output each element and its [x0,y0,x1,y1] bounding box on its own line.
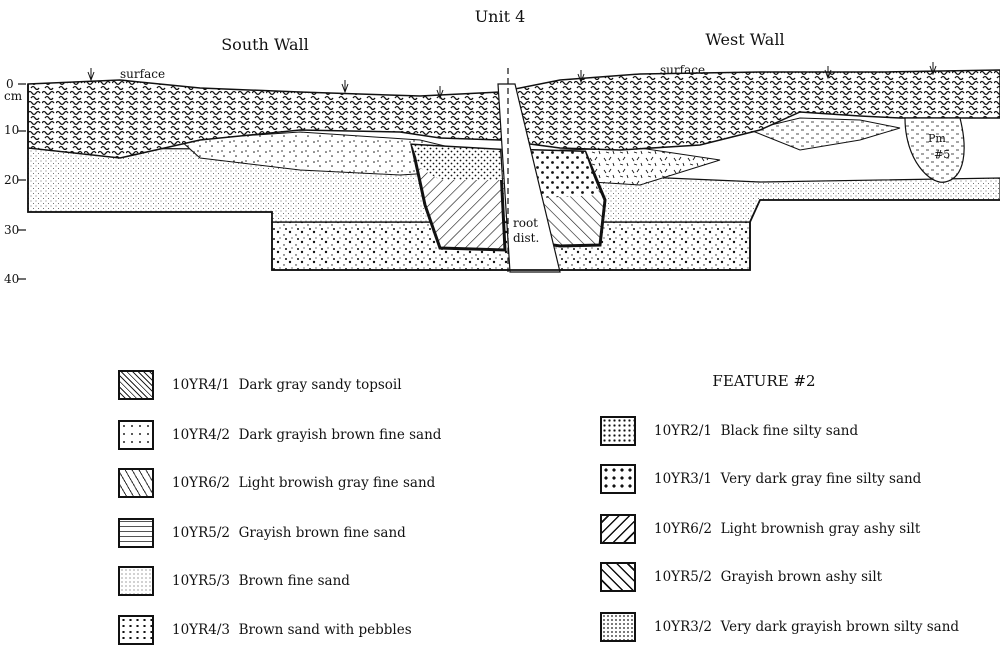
legend-code: 10YR4/3 [172,622,230,638]
legend-desc: Very dark grayish brown silty sand [720,619,960,635]
legend-left-item: 10YR5/2 Grayish brown fine sand [118,518,406,548]
datum-arrow-5-icon [824,66,832,80]
legend-desc: Grayish brown ashy silt [720,569,883,585]
swatch-brown-fine-sand-icon [118,566,154,596]
legend-code: 10YR5/2 [172,525,230,541]
legend-code: 10YR4/1 [172,377,230,393]
depth-scale: 0 cm 10 20 30 40 [4,77,26,286]
legend-desc: Brown sand with pebbles [238,622,412,638]
feature-title: FEATURE #2 [712,372,815,390]
pm-label-line1: Pm [928,132,946,145]
surface-markers: surface surface [87,62,937,100]
legend-desc: Dark grayish brown fine sand [238,427,442,443]
legend-left-item: 10YR6/2 Light browish gray fine sand [118,468,435,498]
swatch-black-silty-sand-icon [600,416,636,446]
swatch-pebbles-icon [118,615,154,645]
surface-label-right: surface [660,63,705,77]
datum-arrow-6-icon [929,62,937,76]
legend-right-item: 10YR3/2 Very dark grayish brown silty sa… [600,612,959,642]
legend-code: 10YR4/2 [172,427,230,443]
layer-grayish-brown-sand [748,117,901,151]
legend-desc: Dark gray sandy topsoil [238,377,402,393]
legend-right-item: 10YR5/2 Grayish brown ashy silt [600,562,882,592]
swatch-very-dark-gray-icon [600,464,636,494]
unit-title: Unit 4 [475,7,526,26]
swatch-grayish-brown-icon [118,518,154,548]
south-wall-label: South Wall [221,35,309,54]
swatch-light-brownish-gray-ashy-silt-icon [600,514,636,544]
pm5-feature [904,117,965,183]
swatch-very-dark-grayish-brown-icon [600,612,636,642]
swatch-light-brownish-gray-icon [118,468,154,498]
legend-desc: Black fine silty sand [720,423,859,439]
legend-desc: Brown fine sand [238,573,350,589]
legend-desc: Grayish brown fine sand [238,525,406,541]
legend-right-item: 10YR3/1 Very dark gray fine silty sand [600,464,921,494]
legend-code: 10YR5/3 [172,573,230,589]
legend-code: 10YR2/1 [654,423,712,439]
surface-label-left: surface [120,67,165,81]
legend-desc: Light brownish gray ashy silt [720,521,921,537]
swatch-grayish-brown-ashy-silt-icon [600,562,636,592]
legend-left-item: 10YR4/1 Dark gray sandy topsoil [118,370,402,400]
root-label-line1: root [513,216,538,230]
datum-arrow-3-icon [436,86,444,100]
legend-code: 10YR3/1 [654,471,712,487]
legend-code: 10YR6/2 [654,521,712,537]
legend-left-item: 10YR5/3 Brown fine sand [118,566,350,596]
legend-left-item: 10YR4/2 Dark grayish brown fine sand [118,420,441,450]
swatch-dark-grayish-brown-icon [118,420,154,450]
legend-code: 10YR5/2 [654,569,712,585]
west-wall-label: West Wall [705,30,784,49]
legend-code: 10YR6/2 [172,475,230,491]
depth-tick-0: 0 [6,77,14,91]
profile-layers [27,68,1000,273]
root-disturbance [497,83,561,273]
datum-arrow-2-icon [341,80,349,94]
pm-label-line2: #5 [934,148,950,161]
depth-tick-40: 40 [4,272,19,286]
depth-tick-10: 10 [4,123,19,137]
legend-right-item: 10YR6/2 Light brownish gray ashy silt [600,514,920,544]
swatch-topsoil-icon [118,370,154,400]
legend-right-item: 10YR2/1 Black fine silty sand [600,416,858,446]
datum-arrow-1-icon [87,68,95,82]
legend-left-item: 10YR4/3 Brown sand with pebbles [118,615,412,645]
legend-desc: Very dark gray fine silty sand [720,471,922,487]
legend-code: 10YR3/2 [654,619,712,635]
depth-unit-label: cm [4,89,23,103]
depth-tick-20: 20 [4,173,19,187]
legend-desc: Light browish gray fine sand [238,475,436,491]
root-label-line2: dist. [513,231,539,245]
depth-tick-30: 30 [4,223,19,237]
datum-arrow-4-icon [577,70,585,84]
feature2-pit-left-top [412,145,502,180]
